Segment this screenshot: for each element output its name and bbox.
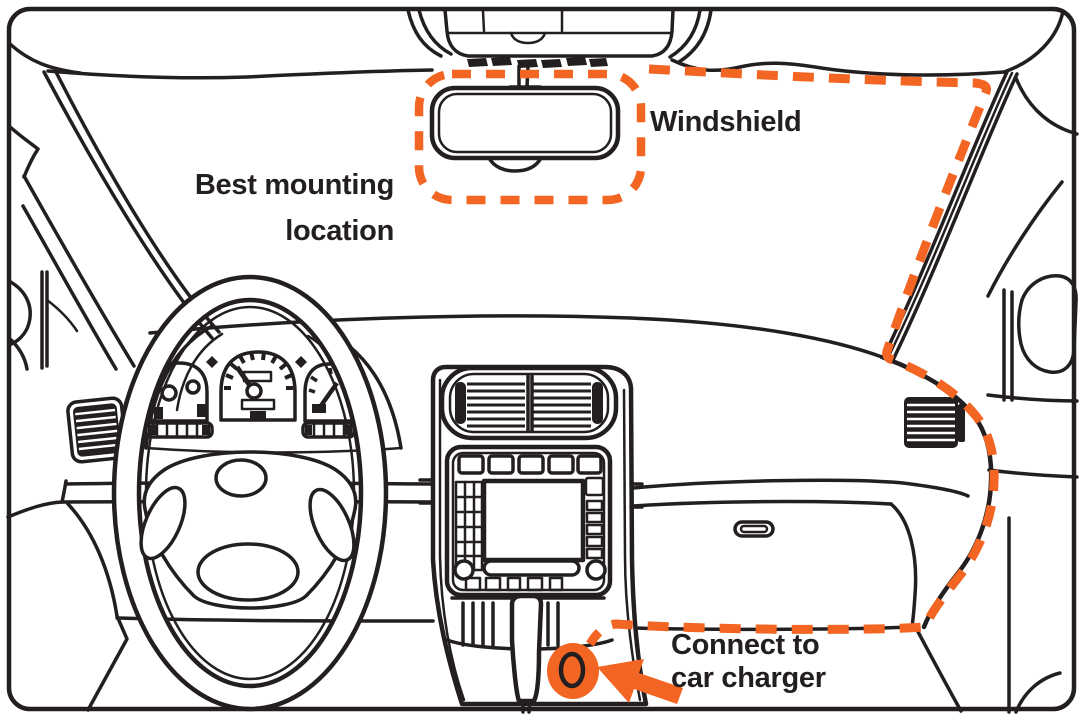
charger-line2: car charger: [671, 662, 826, 694]
charger-port-highlight: [547, 643, 599, 699]
best-mounting-line2: location: [285, 215, 394, 247]
head-unit: [444, 444, 613, 598]
right-air-vent: [904, 397, 965, 448]
head-unit-buttons-right: [584, 476, 605, 560]
console-lower-ribs: [461, 601, 560, 647]
left-air-vent: [66, 396, 128, 464]
windshield-edge-dashed-path: [586, 64, 999, 647]
nav-screen: [481, 478, 586, 563]
charger-line1: Connect to: [671, 629, 820, 661]
glovebox-handle: [733, 520, 775, 538]
rearview-mirror: [429, 64, 621, 173]
console-vents: [439, 365, 619, 441]
tune-knob: [585, 559, 607, 581]
center-console: [418, 364, 649, 714]
windshield-label: Windshield: [650, 106, 802, 138]
speedometer: [219, 350, 297, 422]
charger-cable: [509, 593, 544, 704]
head-unit-buttons-top: [457, 454, 603, 475]
overhead-console: [406, 8, 713, 68]
windshield-base-line: [148, 314, 884, 359]
horn-button: [214, 458, 268, 498]
best-mounting-label: Best mounting location: [128, 162, 394, 254]
instrument-cluster: [144, 324, 403, 454]
charger-socket-icon: [558, 651, 586, 689]
volume-knob: [453, 559, 475, 581]
steering-wheel: [111, 274, 389, 712]
roof-headliner: [8, 9, 1065, 80]
head-unit-buttons-bottom: [464, 576, 564, 592]
charger-label: Connect to car charger: [671, 629, 826, 695]
right-pillar-door: [882, 70, 1079, 714]
mirror-zone-dashed-box: [414, 69, 646, 205]
annotations: [414, 64, 999, 704]
charger-arrow-icon: [597, 659, 683, 704]
best-mounting-line1: Best mounting: [194, 169, 394, 201]
visor-clips: [467, 57, 608, 68]
